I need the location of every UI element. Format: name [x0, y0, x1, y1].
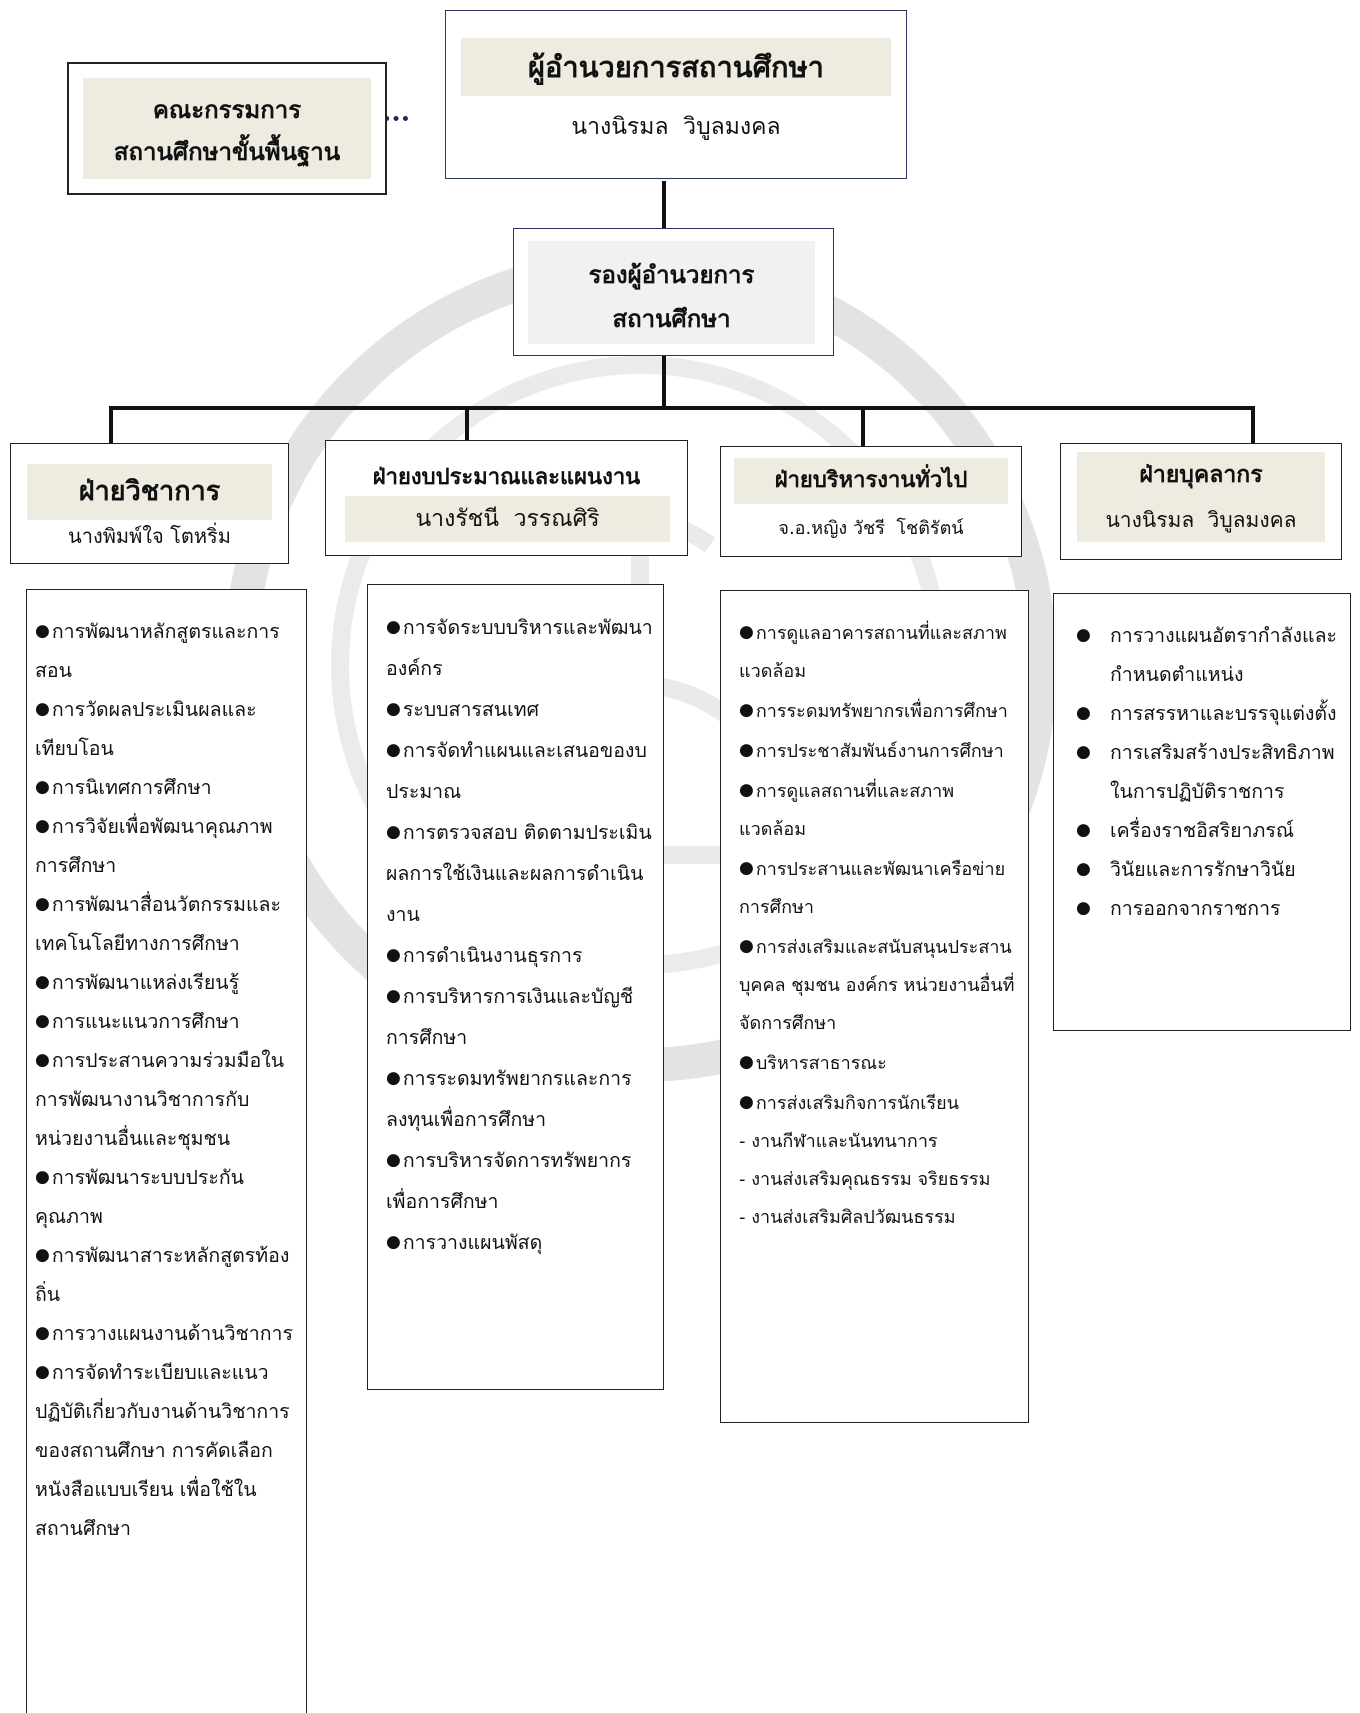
task-item: ●การวางแผนงานด้านวิชาการ: [35, 1322, 293, 1345]
board-box: คณะกรรมการ สถานศึกษาขั้นพื้นฐาน: [67, 62, 387, 195]
dept-title-budget: ฝ่ายงบประมาณและแผนงาน: [372, 465, 641, 490]
director-to-deputy-line: [662, 181, 666, 228]
tasks-personnel: ●การวางแผนอัตรากำลังและกำหนดตำแหน่ง ●การ…: [1053, 593, 1351, 1031]
board-label-bg: คณะกรรมการ สถานศึกษาขั้นพื้นฐาน: [83, 78, 371, 179]
task-item: ●การวิจัยเพื่อพัฒนาคุณภาพการศึกษา: [35, 815, 273, 877]
dept-head-academic: นางพิมพ์ใจ โตหริ่ม: [68, 524, 231, 548]
task-item: ●ระบบสารสนเทศ: [386, 698, 540, 721]
task-item: ●บริหารสาธารณะ: [739, 1052, 887, 1074]
task-item: ●เครื่องราชอิสริยาภรณ์: [1076, 819, 1294, 842]
task-item: ●การประสานความร่วมมือในการพัฒนางานวิชากา…: [35, 1049, 285, 1150]
task-item: ●การจัดทำแผนและเสนอของบประมาณ: [386, 739, 647, 803]
director-name: นางนิรมล วิบูลมงคล: [571, 114, 781, 140]
task-item: ●การดูแลสถานที่และสภาพแวดล้อม: [739, 780, 955, 840]
task-item: ●การประสานและพัฒนาเครือข่ายการศึกษา: [739, 858, 1006, 918]
task-item: ●การระดมทรัพยากรและการลงทุนเพื่อการศึกษา: [386, 1067, 632, 1131]
dept-header-budget: ฝ่ายงบประมาณและแผนงาน นางรัชนี วรรณศิริ: [325, 440, 688, 556]
bus-drop-budget: [465, 406, 469, 440]
task-item: ●การระดมทรัพยากรเพื่อการศึกษา: [739, 700, 1008, 722]
task-item: ●การวางแผนพัสดุ: [386, 1231, 543, 1254]
task-item: ●การตรวจสอบ ติดตามประเมินผลการใช้เงินและ…: [386, 821, 652, 926]
task-item: ●การวัดผลประเมินผลและเทียบโอน: [35, 698, 257, 760]
task-item: ●การพัฒนาหลักสูตรและการสอน: [35, 620, 280, 682]
task-item: ●การแนะแนวการศึกษา: [35, 1010, 240, 1033]
task-item: ●การประชาสัมพันธ์งานการศึกษา: [739, 740, 1004, 762]
task-subitem: - งานส่งเสริมศิลปวัฒนธรรม: [739, 1207, 956, 1228]
task-item: ●การส่งเสริมกิจการนักเรียน: [739, 1092, 959, 1114]
tasks-budget: ●การจัดระบบบริหารและพัฒนาองค์กร ●ระบบสาร…: [367, 584, 664, 1390]
task-item: ●การออกจากราชการ: [1076, 897, 1281, 920]
task-item: ●การพัฒนาระบบประกันคุณภาพ: [35, 1166, 244, 1228]
task-subitem: - งานกีฬาและนันทนาการ: [739, 1131, 938, 1152]
deputy-box: รองผู้อำนวยการ สถานศึกษา: [513, 228, 834, 356]
task-item: ●การสรรหาและบรรจุแต่งตั้ง: [1076, 702, 1337, 725]
task-item: ●การนิเทศการศึกษา: [35, 776, 212, 799]
task-item: ●การวางแผนอัตรากำลังและกำหนดตำแหน่ง: [1076, 624, 1337, 686]
deputy-line2: สถานศึกษา: [612, 305, 731, 333]
tasks-general-list: ●การดูแลอาคารสถานที่และสภาพแวดล้อม ●การร…: [739, 613, 1021, 1237]
task-item: ●การดำเนินงานธุรการ: [386, 944, 583, 967]
deputy-label-bg: รองผู้อำนวยการ สถานศึกษา: [528, 241, 815, 344]
task-item: ●การส่งเสริมและสนับสนุนประสาน บุคคล ชุมช…: [739, 936, 1015, 1034]
dept-title-personnel: ฝ่ายบุคลากร: [1077, 452, 1325, 498]
dept-head-general: จ.อ.หญิง วัชรี โชติรัตน์: [778, 518, 964, 539]
board-line1: คณะกรรมการ: [152, 96, 302, 124]
tasks-personnel-list: ●การวางแผนอัตรากำลังและกำหนดตำแหน่ง ●การ…: [1076, 616, 1346, 928]
director-box: ผู้อำนวยการสถานศึกษา นางนิรมล วิบูลมงคล: [445, 10, 907, 179]
tasks-academic: ●การพัฒนาหลักสูตรและการสอน ●การวัดผลประเ…: [26, 589, 307, 1713]
horizontal-bus-line: [109, 406, 1255, 410]
task-item: ●การจัดทำระเบียบและแนวปฏิบัติเกี่ยวกับงา…: [35, 1361, 290, 1540]
bus-drop-general: [861, 406, 865, 446]
task-item: ●การบริหารจัดการทรัพยากรเพื่อการศึกษา: [386, 1149, 632, 1213]
task-item: ●การจัดระบบบริหารและพัฒนาองค์กร: [386, 616, 653, 680]
task-item: ●การพัฒนาแหล่งเรียนรู้: [35, 971, 240, 994]
task-item: ●การพัฒนาสื่อนวัตกรรมและเทคโนโลยีทางการศ…: [35, 893, 281, 955]
bus-drop-personnel: [1251, 406, 1255, 443]
tasks-general: ●การดูแลอาคารสถานที่และสภาพแวดล้อม ●การร…: [720, 590, 1029, 1423]
task-item: ●การเสริมสร้างประสิทธิภาพในการปฏิบัติราช…: [1076, 741, 1335, 803]
dept-header-academic: ฝ่ายวิชาการ นางพิมพ์ใจ โตหริ่ม: [10, 443, 289, 564]
dept-header-personnel: ฝ่ายบุคลากร นางนิรมล วิบูลมงคล: [1060, 443, 1342, 560]
tasks-academic-list: ●การพัฒนาหลักสูตรและการสอน ●การวัดผลประเ…: [35, 612, 297, 1548]
task-item: ●การพัฒนาสาระหลักสูตรท้องถิ่น: [35, 1244, 290, 1306]
task-item: ●วินัยและการรักษาวินัย: [1076, 858, 1296, 881]
deputy-to-bus-line: [662, 356, 666, 408]
director-title: ผู้อำนวยการสถานศึกษา: [461, 38, 891, 96]
board-line2: สถานศึกษาขั้นพื้นฐาน: [113, 138, 341, 166]
tasks-budget-list: ●การจัดระบบบริหารและพัฒนาองค์กร ●ระบบสาร…: [386, 607, 654, 1263]
task-item: ●การบริหารการเงินและบัญชีการศึกษา: [386, 985, 634, 1049]
dept-head-personnel: นางนิรมล วิบูลมงคล: [1077, 498, 1325, 542]
dept-title-general: ฝ่ายบริหารงานทั่วไป: [734, 458, 1008, 504]
task-item: ●การดูแลอาคารสถานที่และสภาพแวดล้อม: [739, 622, 1007, 682]
dept-title-academic: ฝ่ายวิชาการ: [27, 464, 272, 520]
deputy-line1: รองผู้อำนวยการ: [588, 261, 755, 289]
task-subitem: - งานส่งเสริมคุณธรรม จริยธรรม: [739, 1169, 991, 1190]
bus-drop-academic: [109, 406, 113, 443]
dept-head-budget: นางรัชนี วรรณศิริ: [345, 496, 670, 542]
dept-header-general: ฝ่ายบริหารงานทั่วไป จ.อ.หญิง วัชรี โชติร…: [720, 446, 1022, 557]
